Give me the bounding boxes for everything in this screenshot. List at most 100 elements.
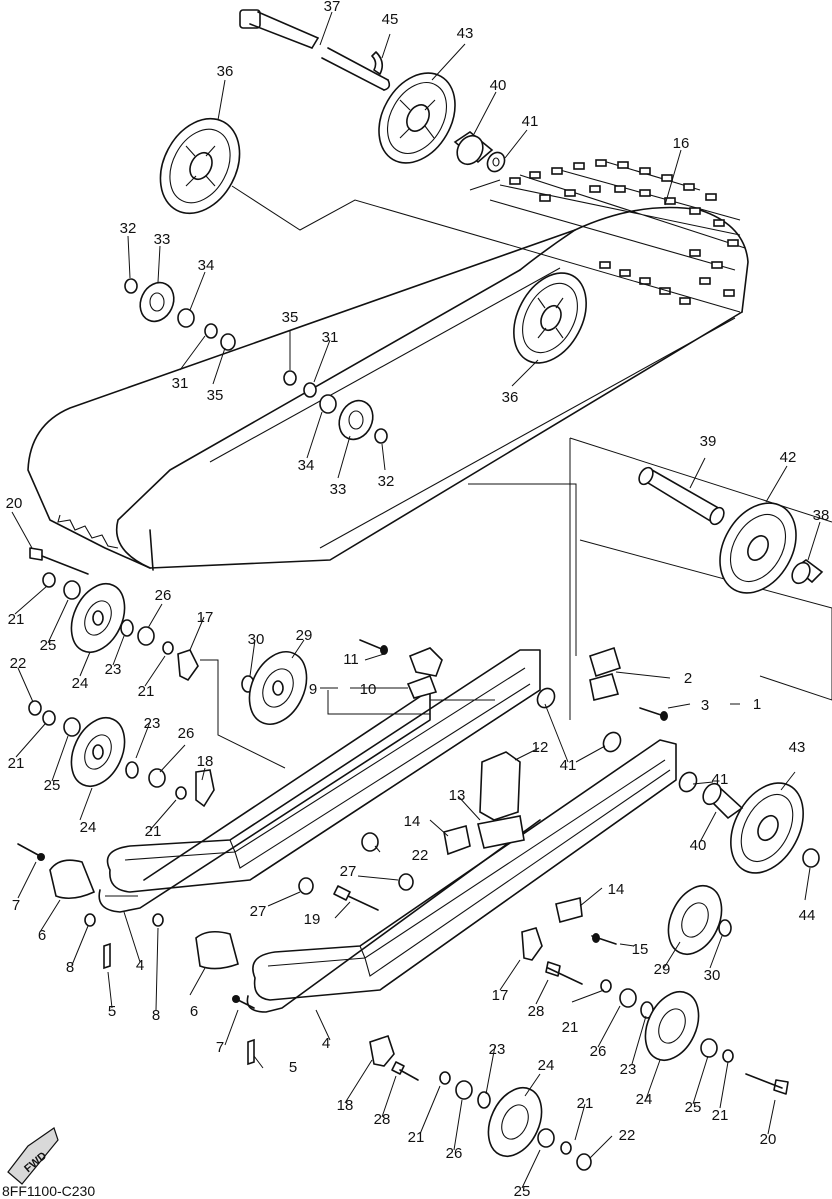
callout-15: 15 — [632, 941, 649, 958]
callout-7: 7 — [12, 897, 20, 914]
track-lugs — [509, 159, 739, 305]
track-belt — [27, 159, 749, 571]
callout-36: 36 — [217, 63, 234, 80]
callout-5: 5 — [108, 1003, 116, 1020]
callout-6: 6 — [38, 927, 46, 944]
callout-24: 24 — [80, 819, 97, 836]
callout-33: 33 — [330, 481, 347, 498]
callout-41: 41 — [522, 113, 539, 130]
slide-wheel-29 — [200, 651, 430, 769]
callout-40: 40 — [490, 77, 507, 94]
callout-14: 14 — [608, 881, 625, 898]
callout-27: 27 — [340, 863, 357, 880]
callout-36: 36 — [502, 389, 519, 406]
callout-37: 37 — [324, 0, 341, 15]
callout-12: 12 — [532, 739, 549, 756]
callout-26: 26 — [590, 1043, 607, 1060]
callout-21: 21 — [408, 1129, 425, 1146]
callout-25: 25 — [685, 1099, 702, 1116]
callout-11: 11 — [343, 651, 359, 668]
callout-20: 20 — [6, 495, 23, 512]
callout-22: 22 — [619, 1127, 636, 1144]
callout-31: 31 — [172, 375, 189, 392]
callout-32: 32 — [378, 473, 395, 490]
callout-32: 32 — [120, 220, 137, 237]
callout-41: 41 — [712, 771, 729, 788]
callout-21: 21 — [8, 755, 25, 772]
callout-35: 35 — [282, 309, 299, 326]
callout-22: 22 — [412, 847, 429, 864]
callout-23: 23 — [105, 661, 122, 678]
slide-rail-lower — [246, 739, 677, 1013]
callout-8: 8 — [152, 1007, 160, 1024]
callout-18: 18 — [337, 1097, 354, 1114]
callout-45: 45 — [382, 11, 399, 28]
callout-25: 25 — [40, 637, 57, 654]
callout-24: 24 — [72, 675, 89, 692]
callout-7: 7 — [216, 1039, 224, 1056]
callout-8: 8 — [66, 959, 74, 976]
callout-25: 25 — [514, 1183, 531, 1199]
leader-lines — [11, 11, 821, 1189]
callout-23: 23 — [620, 1061, 637, 1078]
rear-axle-assembly — [468, 437, 832, 720]
callout-35: 35 — [207, 387, 224, 404]
callout-28: 28 — [528, 1003, 545, 1020]
callout-4: 4 — [136, 957, 144, 974]
callout-22: 22 — [10, 655, 27, 672]
callout-38: 38 — [813, 507, 830, 524]
upper-shaft-assembly — [124, 9, 741, 444]
callout-23: 23 — [489, 1041, 506, 1058]
left-wheel-stack — [28, 547, 215, 808]
callout-39: 39 — [700, 433, 717, 450]
callout-43: 43 — [457, 25, 474, 42]
forward-arrow-icon — [7, 1127, 59, 1185]
callout-21: 21 — [145, 823, 162, 840]
callout-28: 28 — [374, 1111, 391, 1128]
callout-21: 21 — [8, 611, 25, 628]
callout-6: 6 — [190, 1003, 198, 1020]
callout-23: 23 — [144, 715, 161, 732]
callout-42: 42 — [780, 449, 797, 466]
callout-29: 29 — [654, 961, 671, 978]
callout-24: 24 — [636, 1091, 653, 1108]
hardware-parts — [7, 639, 820, 1185]
callout-19: 19 — [304, 911, 321, 928]
callout-9: 9 — [309, 681, 317, 698]
callout-33: 33 — [154, 231, 171, 248]
callout-25: 25 — [44, 777, 61, 794]
callout-17: 17 — [197, 609, 214, 626]
callout-1: 1 — [753, 696, 761, 713]
callout-5: 5 — [289, 1059, 297, 1076]
callout-14: 14 — [404, 813, 421, 830]
callout-24: 24 — [538, 1057, 555, 1074]
callout-43: 43 — [789, 739, 806, 756]
callout-21: 21 — [712, 1107, 729, 1124]
callout-21: 21 — [577, 1095, 594, 1112]
callout-27: 27 — [250, 903, 267, 920]
callout-21: 21 — [562, 1019, 579, 1036]
callout-30: 30 — [704, 967, 721, 984]
callout-26: 26 — [178, 725, 195, 742]
callout-34: 34 — [198, 257, 215, 274]
callout-13: 13 — [449, 787, 466, 804]
callout-10: 10 — [360, 681, 377, 698]
callout-2: 2 — [684, 670, 692, 687]
callout-20: 20 — [760, 1131, 777, 1148]
callout-3: 3 — [701, 697, 709, 714]
callout-26: 26 — [446, 1145, 463, 1162]
callout-4: 4 — [322, 1035, 330, 1052]
callout-40: 40 — [690, 837, 707, 854]
callout-21: 21 — [138, 683, 155, 700]
callout-30: 30 — [248, 631, 265, 648]
callout-44: 44 — [799, 907, 816, 924]
shaft-end-cap — [239, 9, 261, 29]
callout-26: 26 — [155, 587, 172, 604]
diagram-code: 8FF1100-C230 — [2, 1183, 95, 1199]
callout-16: 16 — [673, 135, 690, 152]
callout-34: 34 — [298, 457, 315, 474]
callout-41: 41 — [560, 757, 577, 774]
callout-31: 31 — [322, 329, 339, 346]
